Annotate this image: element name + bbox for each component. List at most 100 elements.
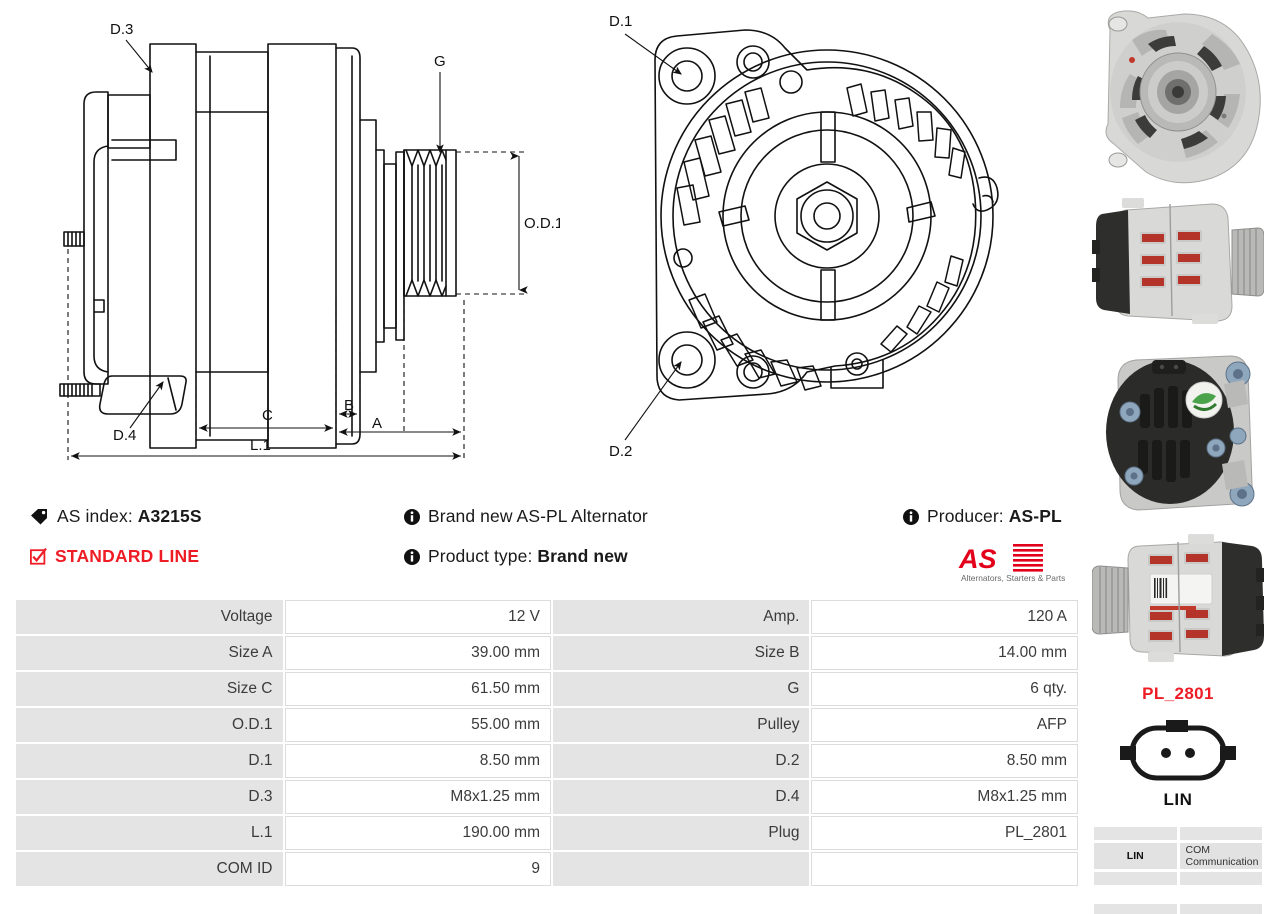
pin-key-empty xyxy=(1094,904,1177,914)
spec-key: Size C xyxy=(16,672,283,706)
product-photo-rail: PL_2801 LIN xyxy=(1084,0,1272,914)
spec-key: Plug xyxy=(553,816,810,850)
product-type-text: Product type: Brand new xyxy=(428,546,628,567)
logo-tagline-text: Alternators, Starters & Parts xyxy=(961,573,1065,583)
as-index-text: AS index: A3215S xyxy=(57,506,202,527)
spec-value: 55.00 mm xyxy=(284,708,551,742)
label-d3: D.3 xyxy=(110,21,133,38)
spec-value: PL_2801 xyxy=(811,816,1078,850)
front-view-drawing: D.1 D.2 xyxy=(609,13,999,460)
as-index-value: A3215S xyxy=(137,506,202,526)
product-type-value: Brand new xyxy=(537,546,628,566)
standard-line-label: STANDARD LINE xyxy=(55,546,200,566)
table-row: D.3 M8x1.25 mm D.4 M8x1.25 mm xyxy=(16,780,1078,814)
checkbox-checked-icon xyxy=(30,548,47,565)
pin-row-empty xyxy=(1094,827,1262,840)
spec-key: Size A xyxy=(16,636,283,670)
spec-table-body: Voltage 12 V Amp. 120 A Size A 39.00 mm … xyxy=(16,600,1078,886)
table-row: L.1 190.00 mm Plug PL_2801 xyxy=(16,816,1078,850)
tag-icon xyxy=(30,508,49,525)
pin-row-spacer xyxy=(1094,888,1262,901)
label-od1: O.D.1 xyxy=(524,215,560,232)
spec-value: M8x1.25 mm xyxy=(811,780,1078,814)
standard-line-row: STANDARD LINE xyxy=(30,546,199,567)
plug-pin-table: LIN COM Communication xyxy=(1091,824,1265,914)
label-b: B xyxy=(344,397,354,414)
technical-drawings: D.3 D.4 G O.D.1 C B A L.1 xyxy=(0,0,1080,492)
product-info-bar: AS index: A3215S STANDARD LINE B xyxy=(0,492,1080,592)
spec-value: 6 qty. xyxy=(811,672,1078,706)
spec-key: Pulley xyxy=(553,708,810,742)
producer-row: Producer: AS-PL xyxy=(903,506,1062,527)
specifications-table: Voltage 12 V Amp. 120 A Size A 39.00 mm … xyxy=(14,598,1080,888)
pin-row-empty xyxy=(1094,872,1262,885)
brand-new-row: Brand new AS-PL Alternator xyxy=(404,506,648,527)
product-photo-front[interactable] xyxy=(1092,4,1264,184)
spec-value: 8.50 mm xyxy=(811,744,1078,778)
spec-key: Amp. xyxy=(553,600,810,634)
plug-info-block: PL_2801 LIN xyxy=(1084,684,1272,914)
spec-value: 9 xyxy=(284,852,551,886)
spec-value: M8x1.25 mm xyxy=(284,780,551,814)
product-type-row: Product type: Brand new xyxy=(404,546,628,567)
pin-row-empty xyxy=(1094,904,1262,914)
spec-value: 8.50 mm xyxy=(284,744,551,778)
producer-text: Producer: AS-PL xyxy=(927,506,1062,527)
product-photo-rear[interactable] xyxy=(1092,344,1264,520)
table-row: Size C 61.50 mm G 6 qty. xyxy=(16,672,1078,706)
pin-row: LIN COM Communication xyxy=(1094,843,1262,869)
spec-value: 61.50 mm xyxy=(284,672,551,706)
pin-desc-empty xyxy=(1179,904,1262,914)
product-type-label: Product type: xyxy=(428,546,533,566)
spec-key: D.1 xyxy=(16,744,283,778)
info-icon xyxy=(903,508,919,525)
as-index-label: AS index: xyxy=(57,506,133,526)
label-d2: D.2 xyxy=(609,443,632,460)
pin-key-empty xyxy=(1094,872,1177,885)
pin-spacer-cell xyxy=(1094,888,1177,901)
spec-key: Size B xyxy=(553,636,810,670)
spec-key: Voltage xyxy=(16,600,283,634)
table-row: Size A 39.00 mm Size B 14.00 mm xyxy=(16,636,1078,670)
spec-key: COM ID xyxy=(16,852,283,886)
producer-label: Producer: xyxy=(927,506,1004,526)
spec-value: 190.00 mm xyxy=(284,816,551,850)
label-d4: D.4 xyxy=(113,427,136,444)
spec-key: O.D.1 xyxy=(16,708,283,742)
brand-new-text: Brand new AS-PL Alternator xyxy=(428,506,648,526)
spec-key: D.2 xyxy=(553,744,810,778)
table-row: Voltage 12 V Amp. 120 A xyxy=(16,600,1078,634)
info-icon xyxy=(404,548,420,565)
spec-value: 12 V xyxy=(284,600,551,634)
label-c: C xyxy=(262,407,273,424)
as-index-row: AS index: A3215S xyxy=(30,506,202,527)
label-g: G xyxy=(434,53,446,70)
as-pl-logo: AS Alternators, Starters & Parts xyxy=(957,540,1077,589)
spec-key-empty xyxy=(553,852,810,886)
table-row: D.1 8.50 mm D.2 8.50 mm xyxy=(16,744,1078,778)
spec-value: 120 A xyxy=(811,600,1078,634)
pin-key-empty xyxy=(1094,827,1177,840)
product-photo-side-left[interactable] xyxy=(1092,528,1264,674)
spec-value: 14.00 mm xyxy=(811,636,1078,670)
table-row: COM ID 9 xyxy=(16,852,1078,886)
logo-mark-text: AS xyxy=(958,544,997,574)
side-view-drawing: D.3 D.4 G O.D.1 C B A L.1 xyxy=(59,21,560,460)
producer-value: AS-PL xyxy=(1008,506,1062,526)
spec-value: 39.00 mm xyxy=(284,636,551,670)
spec-value-empty xyxy=(811,852,1078,886)
spec-key: L.1 xyxy=(16,816,283,850)
info-icon xyxy=(404,508,420,525)
spec-key: D.3 xyxy=(16,780,283,814)
pin-key: LIN xyxy=(1094,843,1177,869)
spec-key: G xyxy=(553,672,810,706)
spec-value: AFP xyxy=(811,708,1078,742)
pin-desc-empty xyxy=(1179,872,1262,885)
product-photo-side-right[interactable] xyxy=(1092,188,1264,336)
label-l1: L.1 xyxy=(250,437,271,454)
plug-type-label: LIN xyxy=(1163,790,1193,809)
label-a: A xyxy=(372,415,382,432)
pin-desc-empty xyxy=(1179,827,1262,840)
pin-desc: COM Communication xyxy=(1179,843,1262,869)
